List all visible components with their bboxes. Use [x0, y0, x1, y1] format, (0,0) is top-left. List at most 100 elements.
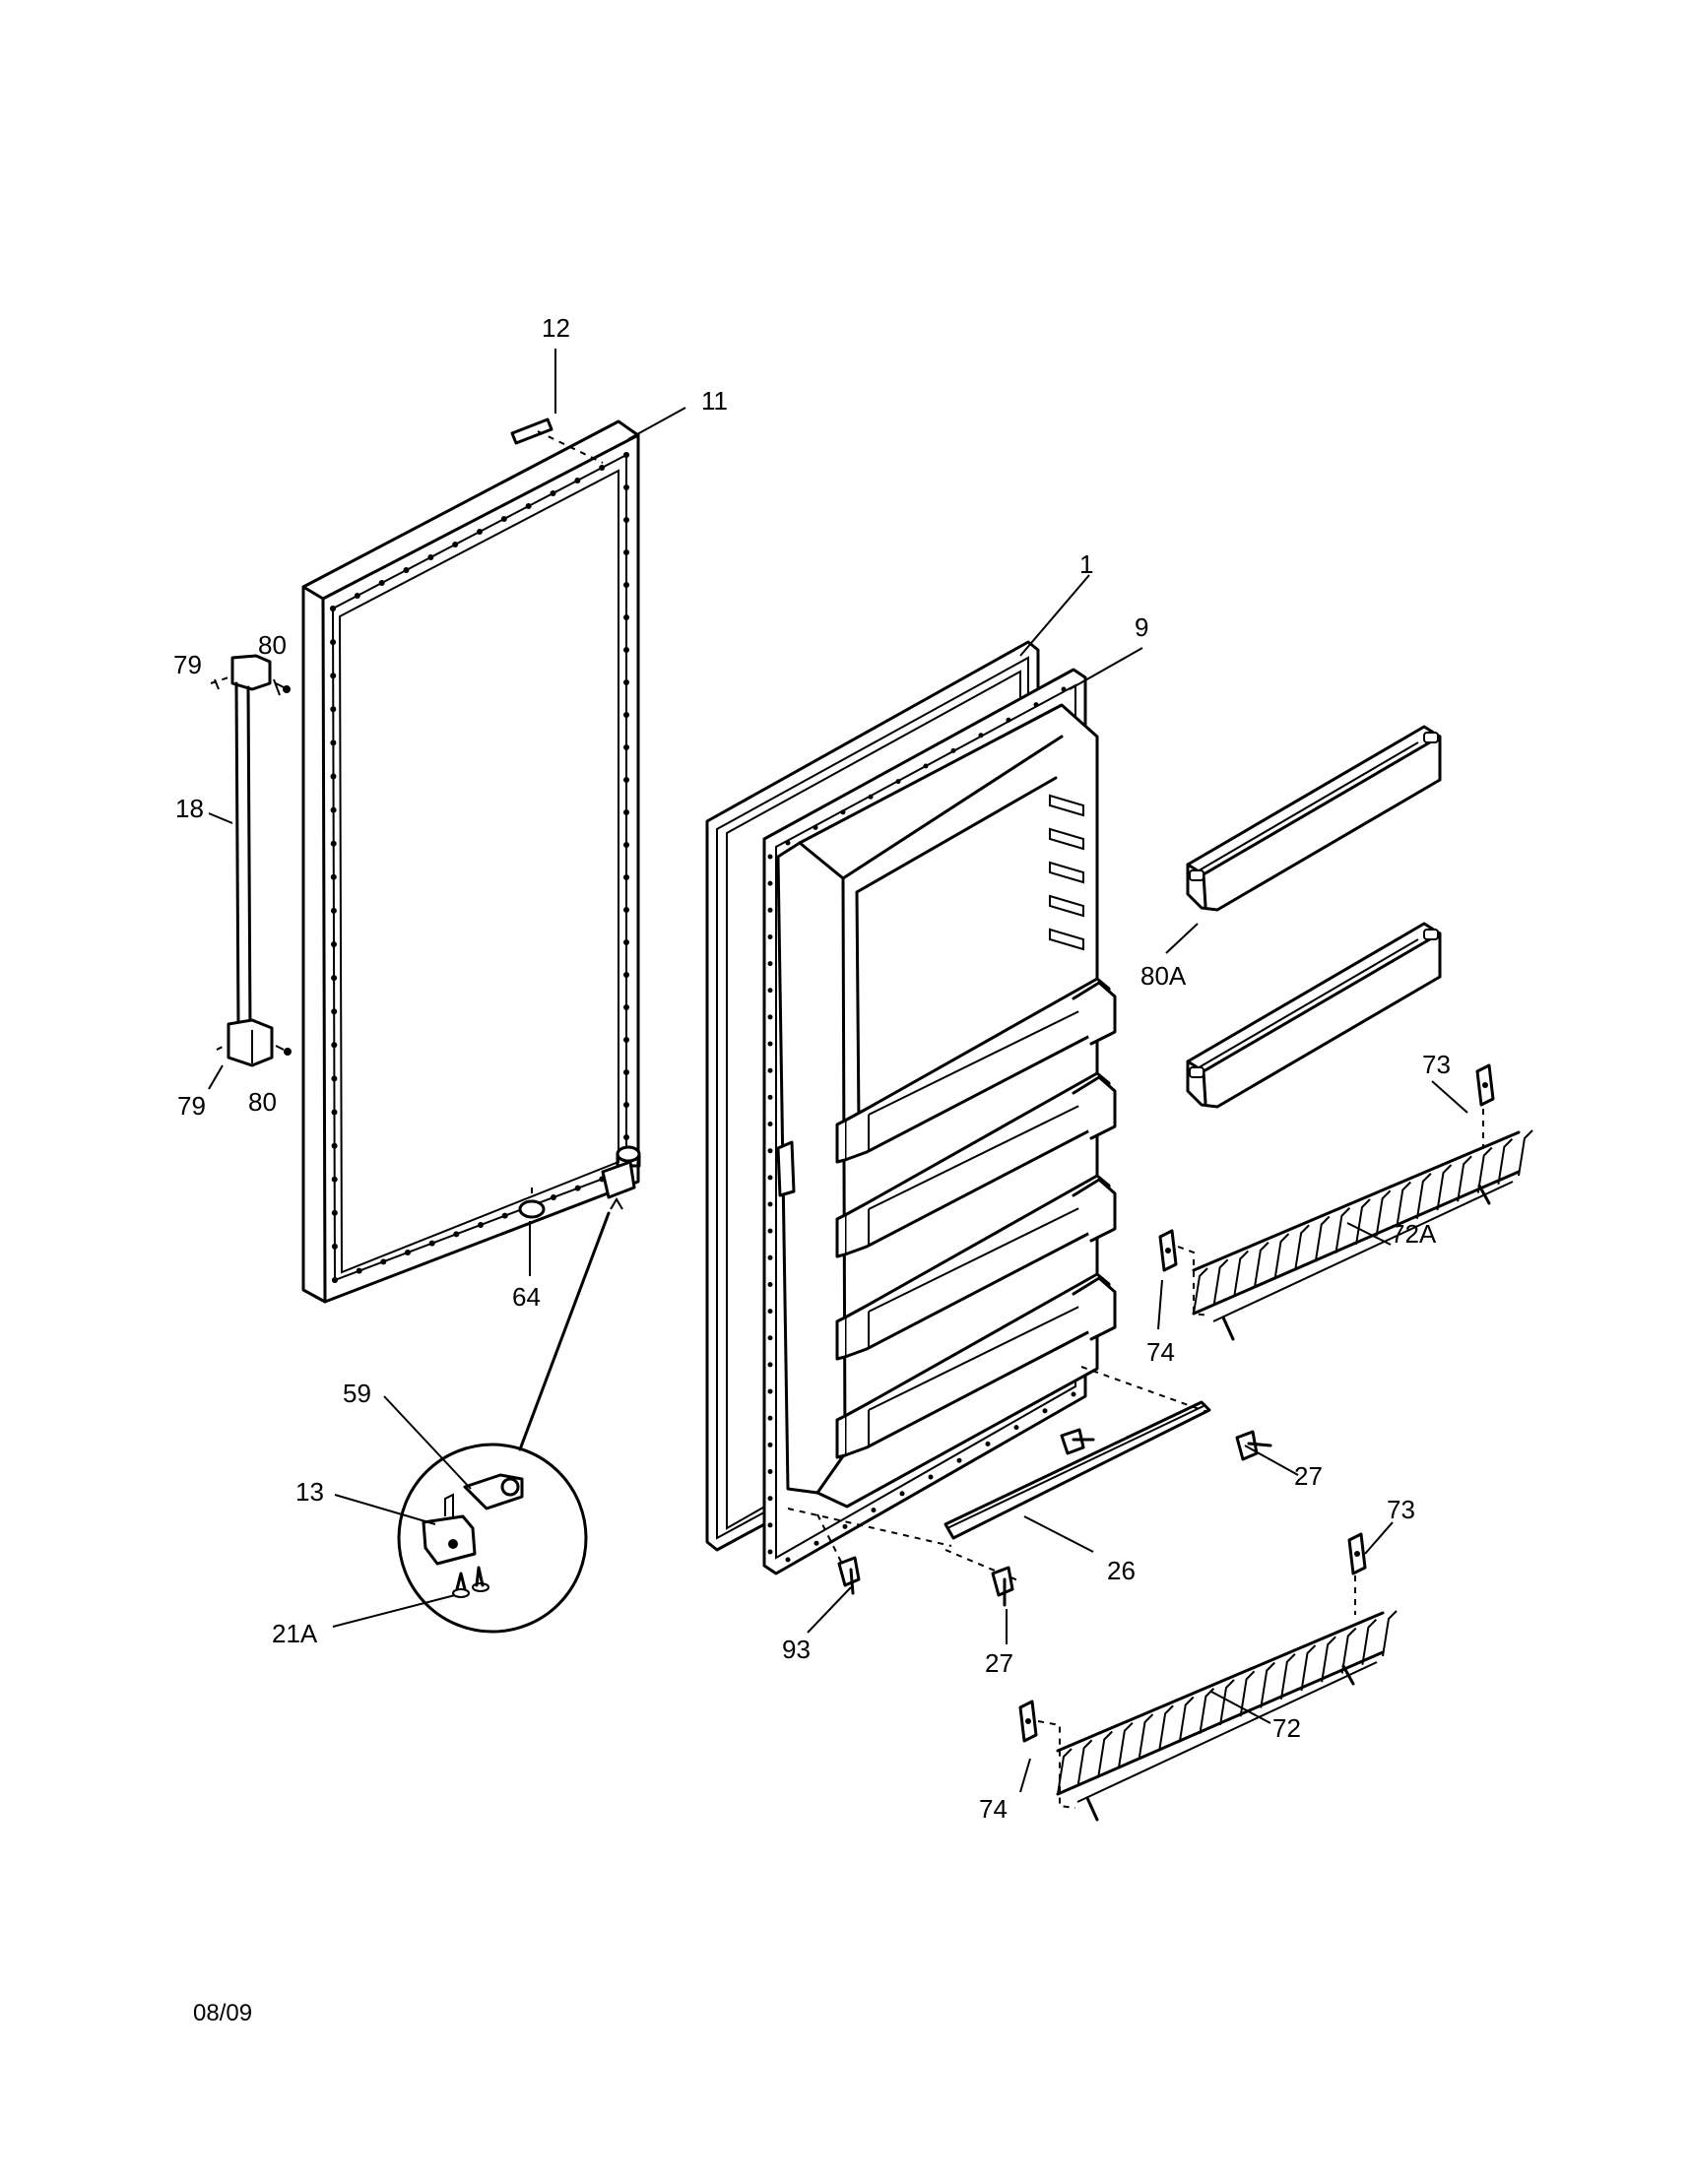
- callout-1: 1: [1079, 549, 1093, 579]
- screw-hole: [623, 647, 629, 653]
- screw-hole: [871, 1508, 877, 1513]
- liner-shelf: [835, 1174, 1117, 1361]
- screw-hole: [623, 452, 629, 458]
- screw-hole: [478, 1222, 484, 1228]
- screw-hole: [380, 1258, 387, 1265]
- screw-hole: [551, 1194, 556, 1200]
- callout-59: 59: [343, 1379, 371, 1408]
- door-bin: [1186, 725, 1442, 912]
- screw-hole: [330, 840, 337, 847]
- hinge-detail-circle: [397, 1211, 611, 1634]
- callout-72A: 72A: [1391, 1219, 1437, 1249]
- screw-hole: [985, 1441, 991, 1446]
- callout-79-bottom: 79: [177, 1091, 206, 1121]
- revision-date: 08/09: [193, 2000, 252, 2026]
- screw-hole: [767, 1148, 773, 1154]
- plug: [518, 1188, 546, 1219]
- screw-hole: [330, 639, 337, 646]
- screw-hole: [767, 933, 773, 939]
- screw-hole: [868, 794, 874, 800]
- screw-hole: [331, 1176, 338, 1183]
- screw-hole: [1006, 717, 1011, 723]
- screw-hole: [623, 874, 629, 880]
- shelf-tab: [1049, 894, 1084, 918]
- screw-hole: [331, 1008, 338, 1015]
- callout-72: 72: [1272, 1713, 1301, 1743]
- callout-73-bottom: 73: [1387, 1495, 1415, 1524]
- screw-hole: [331, 1075, 338, 1082]
- callout-27-right: 27: [1294, 1461, 1323, 1491]
- callout-12: 12: [542, 313, 570, 343]
- screw-hole: [356, 1267, 362, 1274]
- screw-hole: [785, 1557, 791, 1563]
- screw-hole: [767, 988, 773, 994]
- screw-hole: [1013, 1425, 1019, 1431]
- screw-hole: [842, 1523, 848, 1529]
- screw-hole: [956, 1457, 962, 1463]
- screw-hole: [452, 542, 459, 547]
- screw-hole: [978, 733, 984, 739]
- screw-hole: [330, 806, 337, 813]
- shelf-tab: [1049, 827, 1084, 851]
- callout-73-top: 73: [1422, 1050, 1451, 1079]
- screw-hole: [767, 1228, 773, 1234]
- hinge-pin: [601, 1145, 641, 1210]
- screw-hole: [767, 1041, 773, 1047]
- screw-hole: [500, 516, 507, 522]
- shelf-tab: [1049, 861, 1084, 884]
- callout-93: 93: [782, 1635, 811, 1664]
- screw-hole: [623, 679, 629, 685]
- screw-hole: [623, 484, 629, 490]
- screw-hole: [767, 1175, 773, 1181]
- leader-lines: [208, 349, 1468, 1793]
- screw-hole: [767, 907, 773, 913]
- screw-hole: [623, 614, 629, 620]
- screw-hole: [950, 747, 956, 753]
- wire-racks: [1018, 1063, 1533, 1822]
- screw-hole: [428, 1240, 435, 1247]
- rack-support-73-bottom: [1347, 1532, 1367, 1575]
- screw-hole: [767, 1122, 773, 1127]
- screw-hole: [767, 854, 773, 860]
- callout-21A: 21A: [272, 1619, 318, 1648]
- screw-hole: [623, 582, 629, 588]
- screw-hole: [623, 1004, 629, 1010]
- screw-hole: [1033, 702, 1039, 708]
- screw-hole: [501, 1212, 508, 1219]
- shelf-tab: [1049, 928, 1084, 951]
- screw-hole: [330, 907, 337, 914]
- door-bins: [1186, 725, 1442, 1109]
- screw-hole: [767, 1388, 773, 1394]
- screw-hole: [767, 1442, 773, 1447]
- callout-80-top: 80: [258, 630, 287, 660]
- screw-hole: [767, 1415, 773, 1421]
- callout-74-bottom: 74: [979, 1794, 1008, 1824]
- screw-hole: [767, 1254, 773, 1260]
- callout-79-top: 79: [173, 650, 202, 679]
- screw-hole: [623, 517, 629, 523]
- screw-hole: [623, 777, 629, 783]
- callout-27-bottom: 27: [985, 1648, 1013, 1678]
- screw-hole: [767, 1469, 773, 1475]
- screw-hole: [623, 907, 629, 913]
- screw-hole: [403, 567, 410, 573]
- screw-hole: [477, 529, 483, 535]
- door-handle: [210, 654, 292, 1067]
- screw-hole: [599, 465, 606, 471]
- screw-hole: [840, 809, 846, 815]
- screw-hole: [550, 490, 556, 496]
- rack-support-74-bottom: [1018, 1700, 1038, 1743]
- screw-hole: [923, 763, 929, 769]
- screw-hole: [331, 941, 337, 947]
- screw-hole: [767, 1522, 773, 1528]
- wire-rack-lower: [1056, 1610, 1398, 1822]
- screw-hole: [767, 880, 773, 886]
- screw-hole: [354, 593, 360, 599]
- screw-hole: [767, 1014, 773, 1020]
- callout-13: 13: [295, 1477, 324, 1507]
- screw-hole: [813, 824, 818, 830]
- screw-hole: [767, 1067, 773, 1073]
- screw-hole: [427, 554, 434, 560]
- screw-hole: [330, 706, 337, 713]
